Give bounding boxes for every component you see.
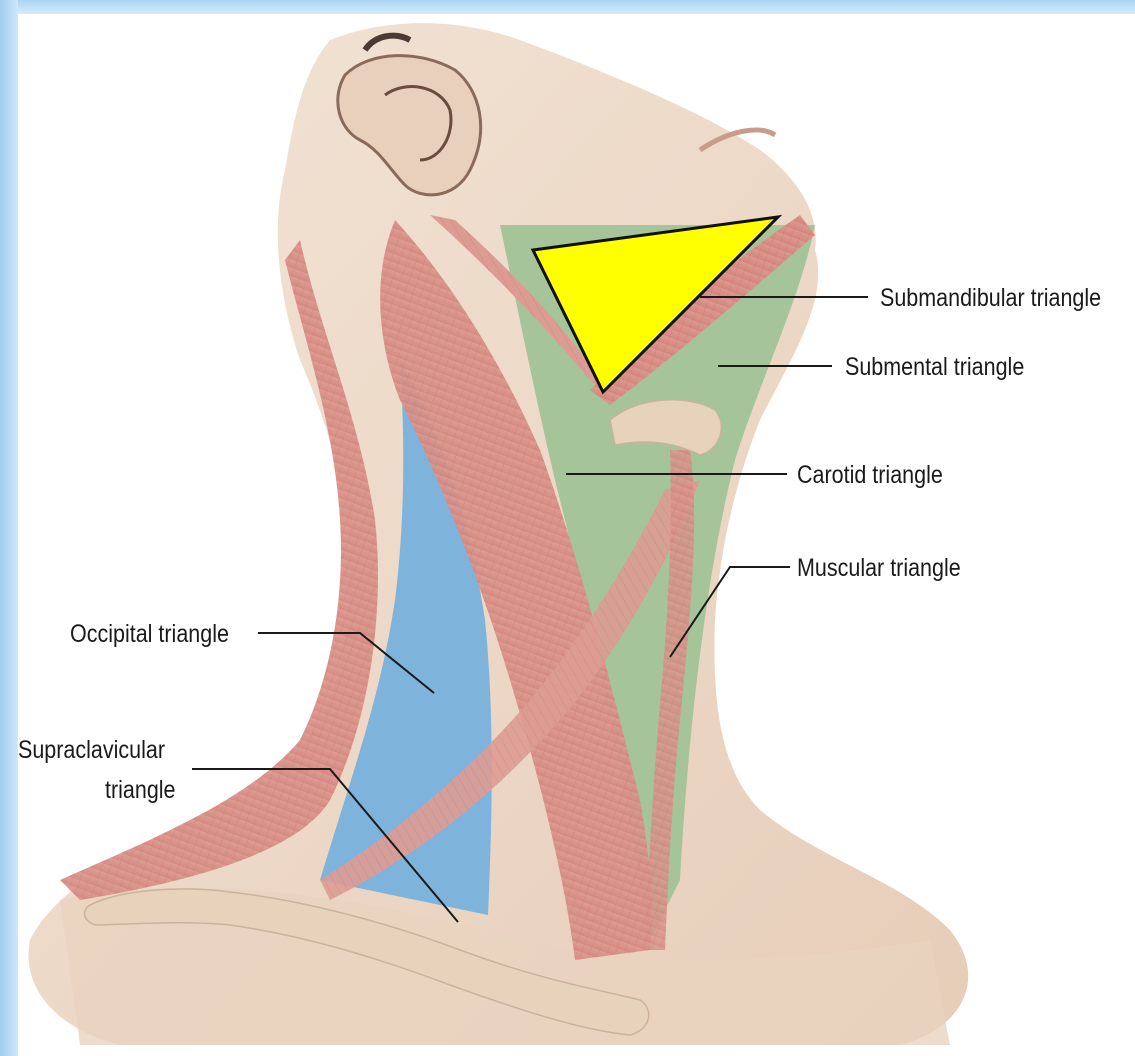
label-occipital-triangle: Occipital triangle xyxy=(70,619,229,649)
label-supraclavicular-line1: Supraclavicular xyxy=(18,735,165,765)
label-supraclavicular-line2: triangle xyxy=(105,775,176,805)
label-carotid-triangle: Carotid triangle xyxy=(797,460,943,490)
label-muscular-triangle: Muscular triangle xyxy=(797,553,961,583)
label-submandibular-triangle: Submandibular triangle xyxy=(880,283,1101,313)
label-submental-triangle: Submental triangle xyxy=(845,352,1024,382)
